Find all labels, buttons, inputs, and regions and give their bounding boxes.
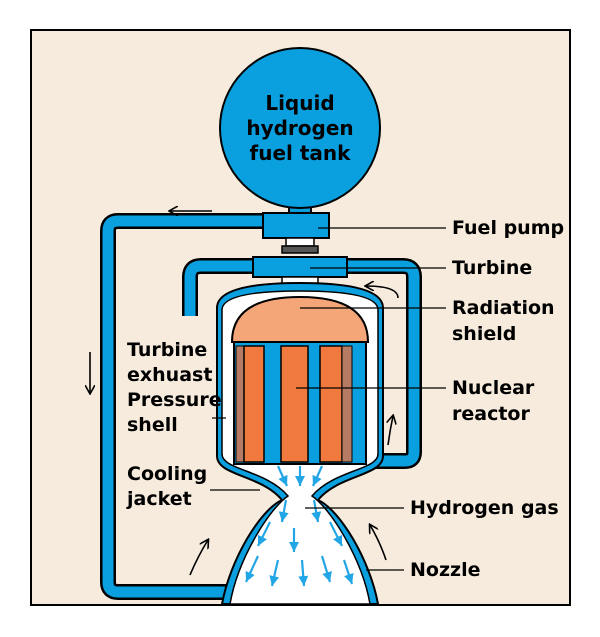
hydrogen-spray bbox=[245, 465, 354, 587]
label-nozzle: Nozzle bbox=[410, 559, 480, 581]
label-turbine: Turbine bbox=[452, 257, 532, 279]
flow-arrow-right-up bbox=[388, 416, 393, 446]
spray-arrow bbox=[329, 521, 343, 547]
flow-arrow-nozzle-left bbox=[189, 540, 208, 576]
spray-arrow bbox=[311, 499, 322, 523]
spray-arrow bbox=[257, 521, 271, 547]
tank-label-line-2: hydrogen bbox=[246, 116, 353, 140]
spray-arrow bbox=[269, 559, 280, 587]
label-turbine-exhaust-2: exhuast bbox=[127, 364, 212, 386]
turbine bbox=[252, 256, 348, 278]
coolant-return-pipe bbox=[102, 215, 300, 598]
leader-lines bbox=[210, 227, 446, 571]
spray-arrow bbox=[298, 559, 309, 587]
tank-label-line-3: fuel tank bbox=[250, 141, 352, 165]
spray-arrow bbox=[311, 465, 324, 487]
label-nuclear-reactor-1: Nuclear bbox=[452, 377, 535, 399]
turbine-loop-pipe bbox=[184, 260, 420, 467]
label-nuclear-reactor-2: reactor bbox=[452, 403, 530, 425]
label-pressure-shell-1: Pressure bbox=[127, 389, 222, 411]
shaft-upper bbox=[285, 237, 315, 247]
fuel-pump bbox=[262, 212, 330, 239]
spray-arrow bbox=[342, 559, 354, 585]
label-radiation-shield-1: Radiation bbox=[452, 297, 555, 319]
flow-arrows bbox=[90, 211, 399, 576]
flow-arrow-turbine-return bbox=[366, 286, 399, 299]
spray-arrow bbox=[245, 555, 259, 583]
label-pressure-shell-2: shell bbox=[127, 414, 178, 436]
flow-arrow-nozzle-right bbox=[370, 525, 387, 561]
label-radiation-shield-2: shield bbox=[452, 323, 516, 345]
fuel-rod-1 bbox=[243, 345, 265, 463]
label-turbine-exhaust-1: Turbine bbox=[127, 339, 207, 361]
fuel-rod-side-right bbox=[341, 345, 353, 463]
spray-arrow bbox=[276, 465, 289, 487]
fuel-rod-side-left bbox=[235, 345, 245, 463]
fuel-tank bbox=[219, 47, 381, 209]
shaft-coupling bbox=[281, 245, 319, 254]
label-fuel-pump: Fuel pump bbox=[452, 217, 564, 239]
fuel-rod-2 bbox=[280, 345, 309, 463]
spray-arrow bbox=[320, 555, 332, 583]
label-cooling-jacket-1: Cooling bbox=[127, 463, 207, 485]
label-cooling-jacket-2: jacket bbox=[126, 488, 192, 510]
tank-label-line-1: Liquid bbox=[265, 91, 334, 115]
spray-arrow bbox=[278, 499, 289, 523]
label-hydrogen-gas: Hydrogen gas bbox=[410, 497, 559, 519]
fuel-rod-3 bbox=[319, 345, 343, 463]
